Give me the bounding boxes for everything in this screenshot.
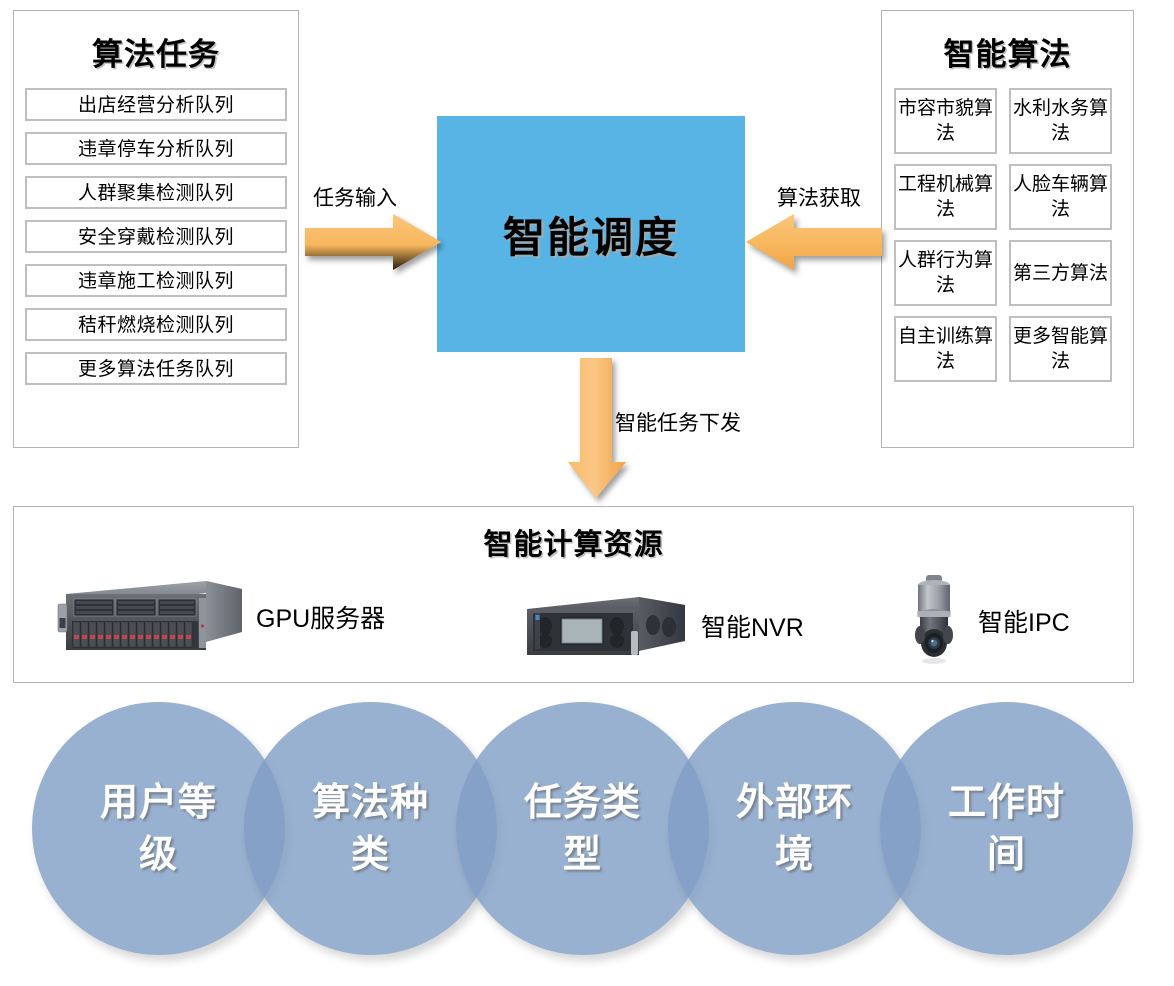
algorithm-fetch-arrow-icon: [745, 212, 882, 272]
scheduling-factor-label: 算法种类: [311, 781, 429, 876]
scheduler-label: 智能调度: [502, 213, 679, 261]
intelligent-algorithms-panel: 智能算法 市容市貌算法 水利水务算法 工程机械算法 人脸车辆算法 人群行为算法 …: [881, 10, 1134, 448]
algorithm-item[interactable]: 人群行为算法: [894, 240, 997, 306]
scheduling-factor-label: 用户等级: [99, 781, 217, 876]
intelligent-scheduler-box: 智能调度: [437, 116, 745, 352]
resource-nvr: 智能NVR: [519, 591, 804, 661]
algorithm-fetch-arrow-label: 算法获取: [777, 187, 861, 210]
algorithm-tasks-list: 出店经营分析队列 违章停车分析队列 人群聚集检测队列 安全穿戴检测队列 违章施工…: [14, 88, 298, 385]
computing-resources-title: 智能计算资源: [483, 529, 664, 561]
task-queue-item[interactable]: 更多算法任务队列: [25, 352, 287, 385]
algorithm-item[interactable]: 人脸车辆算法: [1009, 164, 1112, 230]
resource-label: 智能IPC: [978, 609, 1070, 637]
task-queue-item[interactable]: 安全穿戴检测队列: [25, 220, 287, 253]
computing-resources-panel: 智能计算资源: [13, 506, 1134, 683]
rack-server-icon: [56, 578, 242, 656]
algorithm-item[interactable]: 自主训练算法: [894, 316, 997, 382]
task-dispatch-arrow-icon: [568, 358, 630, 500]
intelligent-algorithms-grid: 市容市貌算法 水利水务算法 工程机械算法 人脸车辆算法 人群行为算法 第三方算法…: [882, 88, 1133, 382]
nvr-icon: [519, 591, 687, 661]
scheduling-factor-label: 任务类型: [523, 781, 641, 876]
scheduling-factor-label: 外部环境: [735, 781, 853, 876]
task-queue-item[interactable]: 违章停车分析队列: [25, 132, 287, 165]
scheduling-factor-circle[interactable]: 外部环境: [668, 702, 921, 955]
algorithm-item[interactable]: 市容市貌算法: [894, 88, 997, 154]
task-input-arrow-icon: [305, 212, 441, 272]
ptz-camera-icon: [904, 573, 964, 669]
task-dispatch-arrow-label: 智能任务下发: [615, 412, 741, 435]
algorithm-item[interactable]: 水利水务算法: [1009, 88, 1112, 154]
resource-ipc-camera: 智能IPC: [904, 573, 1070, 669]
scheduling-factor-circle[interactable]: 工作时间: [880, 702, 1133, 955]
algorithm-item[interactable]: 更多智能算法: [1009, 316, 1112, 382]
scheduling-factor-circle[interactable]: 算法种类: [244, 702, 497, 955]
algorithm-item[interactable]: 第三方算法: [1009, 240, 1112, 306]
task-queue-item[interactable]: 违章施工检测队列: [25, 264, 287, 297]
algorithm-item[interactable]: 工程机械算法: [894, 164, 997, 230]
resource-label: GPU服务器: [256, 605, 386, 633]
algorithm-tasks-title: 算法任务: [92, 37, 220, 72]
task-queue-item[interactable]: 秸秆燃烧检测队列: [25, 308, 287, 341]
algorithm-tasks-panel: 算法任务 出店经营分析队列 违章停车分析队列 人群聚集检测队列 安全穿戴检测队列…: [13, 10, 299, 448]
task-input-arrow-label: 任务输入: [313, 187, 397, 210]
intelligent-algorithms-title: 智能算法: [943, 37, 1072, 72]
task-queue-item[interactable]: 出店经营分析队列: [25, 88, 287, 121]
scheduling-factor-circle[interactable]: 任务类型: [456, 702, 709, 955]
scheduling-factor-label: 工作时间: [947, 781, 1065, 876]
task-queue-item[interactable]: 人群聚集检测队列: [25, 176, 287, 209]
computing-resources-row: GPU服务器: [14, 573, 1133, 673]
resource-label: 智能NVR: [701, 614, 804, 642]
scheduling-factors-row: 用户等级 算法种类 任务类型 外部环境 工作时间: [0, 698, 1174, 968]
scheduling-factor-circle[interactable]: 用户等级: [32, 702, 285, 955]
resource-gpu-server: GPU服务器: [56, 578, 385, 656]
